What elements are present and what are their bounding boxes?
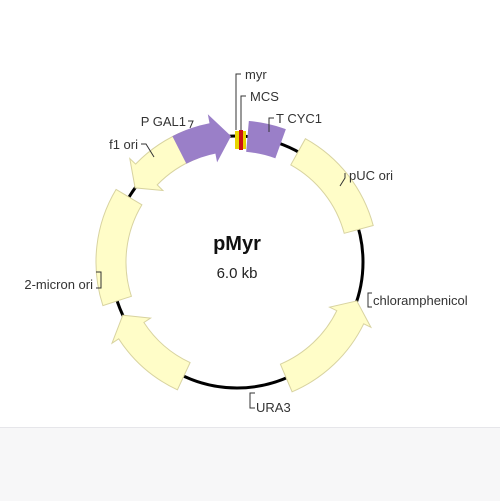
feature-arcs [95,114,374,393]
leader-f1-ori [141,143,155,158]
leader-mcs [240,95,246,130]
leader-ura3 [249,392,255,409]
leader-chloramphenicol [367,292,372,308]
plasmid-size: 6.0 kb [217,265,258,282]
feature-arc-p-gal1 [172,114,232,164]
feature-arc-puc-ori [290,138,374,234]
leader-p-gal1 [188,120,194,129]
label-f1-ori: f1 ori [109,137,138,152]
label-p-gal1: P GAL1 [141,114,186,129]
leader-puc-ori [339,173,346,187]
label-chloramphenicol: chloramphenicol [373,293,468,308]
mcs-edge-block [243,131,246,149]
label-2-micron-ori: 2-micron ori [24,277,93,292]
feature-arc-t-cyc1 [246,120,286,159]
label-t-cyc1: T CYC1 [276,111,322,126]
label-puc-ori: pUC ori [349,168,393,183]
label-ura3: URA3 [256,400,291,415]
label-myr: myr [245,67,267,82]
plasmid-name: pMyr [213,233,261,255]
leader-myr [235,73,241,130]
label-mcs: MCS [250,89,279,104]
leader-2-micron-ori [96,271,102,289]
leader-t-cyc1 [268,117,274,132]
feature-arc-2-micron-ori [95,188,143,307]
feature-arc-ura3 [110,314,191,391]
plasmid-map: myr MCS T CYC1 P GAL1 f1 ori pUC ori chl… [24,67,468,415]
footer-band [0,427,500,501]
myr-tag-block [235,131,239,149]
mcs-block [239,130,243,150]
feature-arc-chloramphenicol [279,300,373,393]
